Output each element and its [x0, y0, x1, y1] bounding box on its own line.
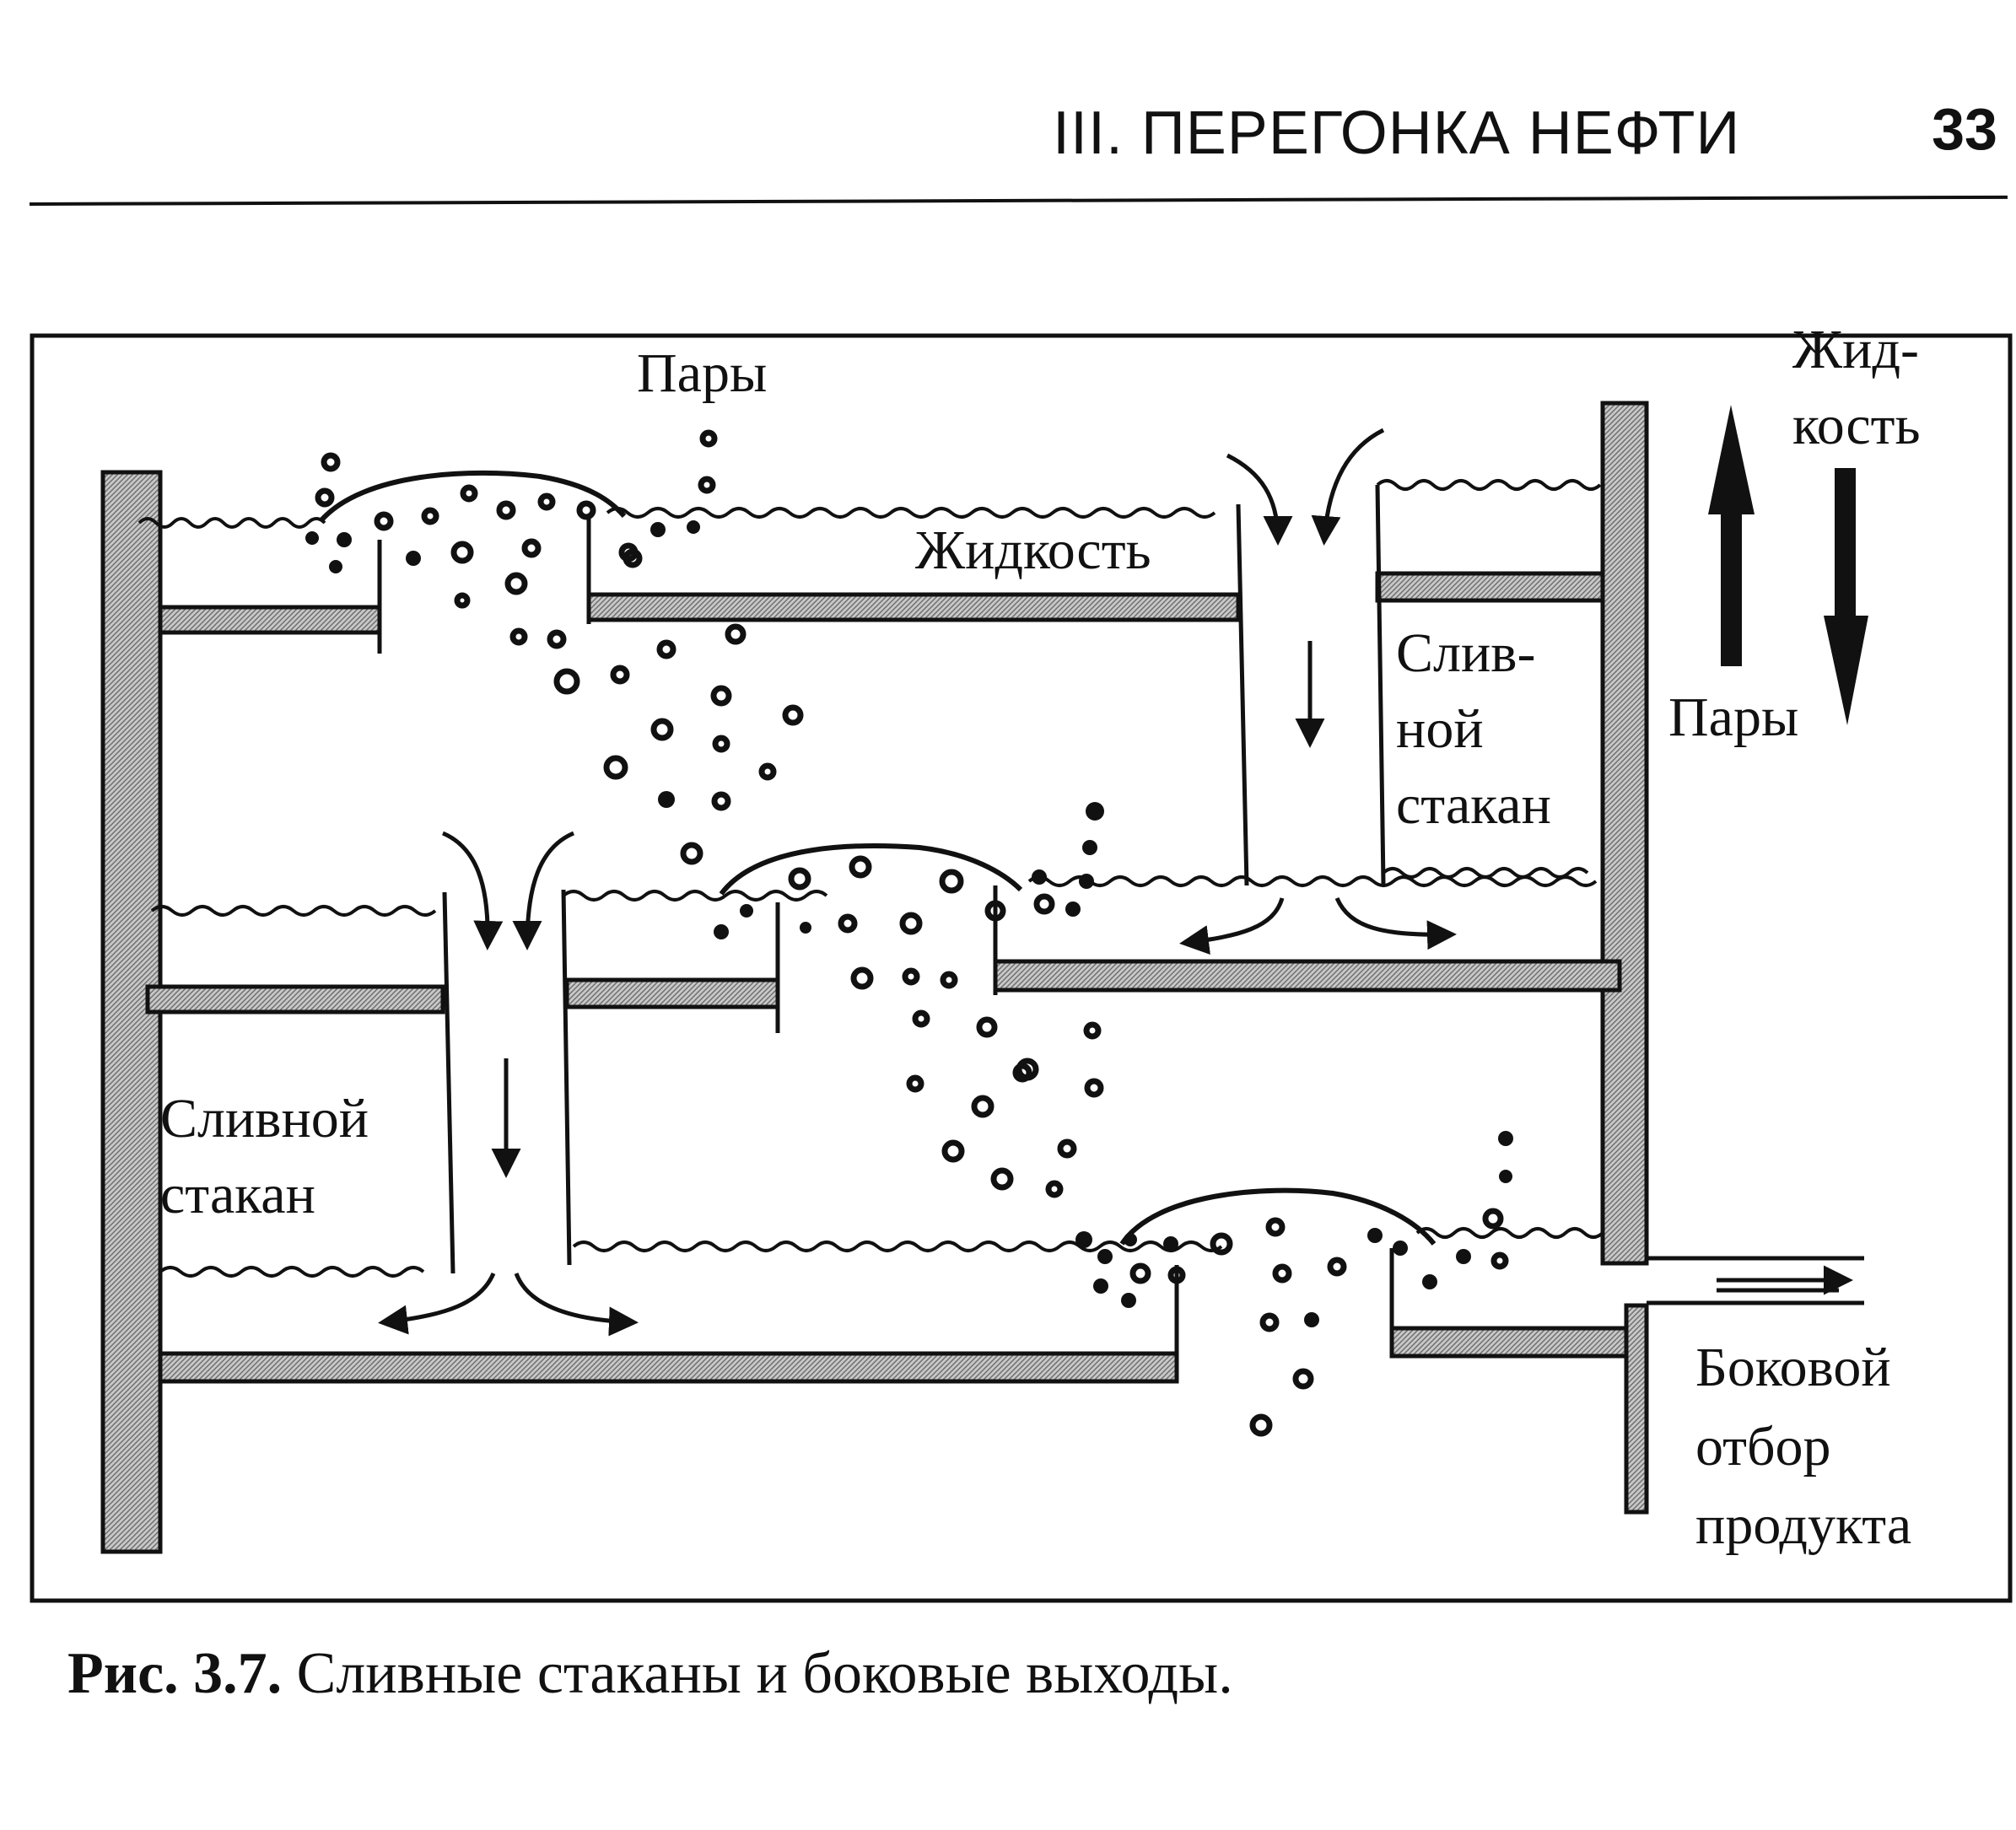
label-vapors-top: Пары [637, 342, 768, 404]
running-header: III. ПЕРЕГОНКА НЕФТИ 33 [1046, 89, 2008, 173]
label-legend-vapors: Пары [1668, 686, 1799, 748]
liquid-down-arrow [1824, 468, 1868, 725]
figure-caption-text: Сливные стаканы и боковые выходы. [296, 1641, 1233, 1706]
chapter-title: III. ПЕРЕГОНКА НЕФТИ [1053, 100, 1741, 167]
label-liquid: Жидкость [915, 519, 1151, 581]
page-number: 33 [1932, 96, 1997, 162]
label-legend-liquid: Жид- кость [1792, 319, 1921, 456]
figure-frame [30, 333, 2013, 1603]
tray-2 [145, 959, 1622, 1015]
tray-3 [158, 1326, 1629, 1384]
vapor-up-arrow [1708, 405, 1755, 666]
tray-1 [158, 592, 1241, 635]
label-downcomer-left: Сливной стакан [160, 1088, 369, 1225]
solid-droplets [305, 520, 1513, 1327]
side-draw-arrow [1717, 1265, 1853, 1295]
liquid-surfaces [137, 479, 1604, 1278]
flow-arrows [378, 428, 1457, 1337]
froth-domes [318, 470, 1437, 1246]
right-downcomer-shelf [1375, 571, 1605, 603]
right-column-wall-lower [1624, 1303, 1649, 1515]
figure-number: Рис. 3.7. [67, 1641, 283, 1706]
label-downcomer-right: Слив- ной стакан [1396, 622, 1551, 836]
vapor-bubbles [315, 429, 1509, 1437]
label-side-draw: Боковой отбор продукта [1695, 1337, 1912, 1557]
right-column-wall-upper [1600, 401, 1649, 1266]
figure-caption: Рис. 3.7. Сливные стаканы и боковые выхо… [67, 1640, 1233, 1708]
legend-arrows [1708, 405, 1868, 725]
side-draw-nozzle [1647, 1256, 1864, 1305]
